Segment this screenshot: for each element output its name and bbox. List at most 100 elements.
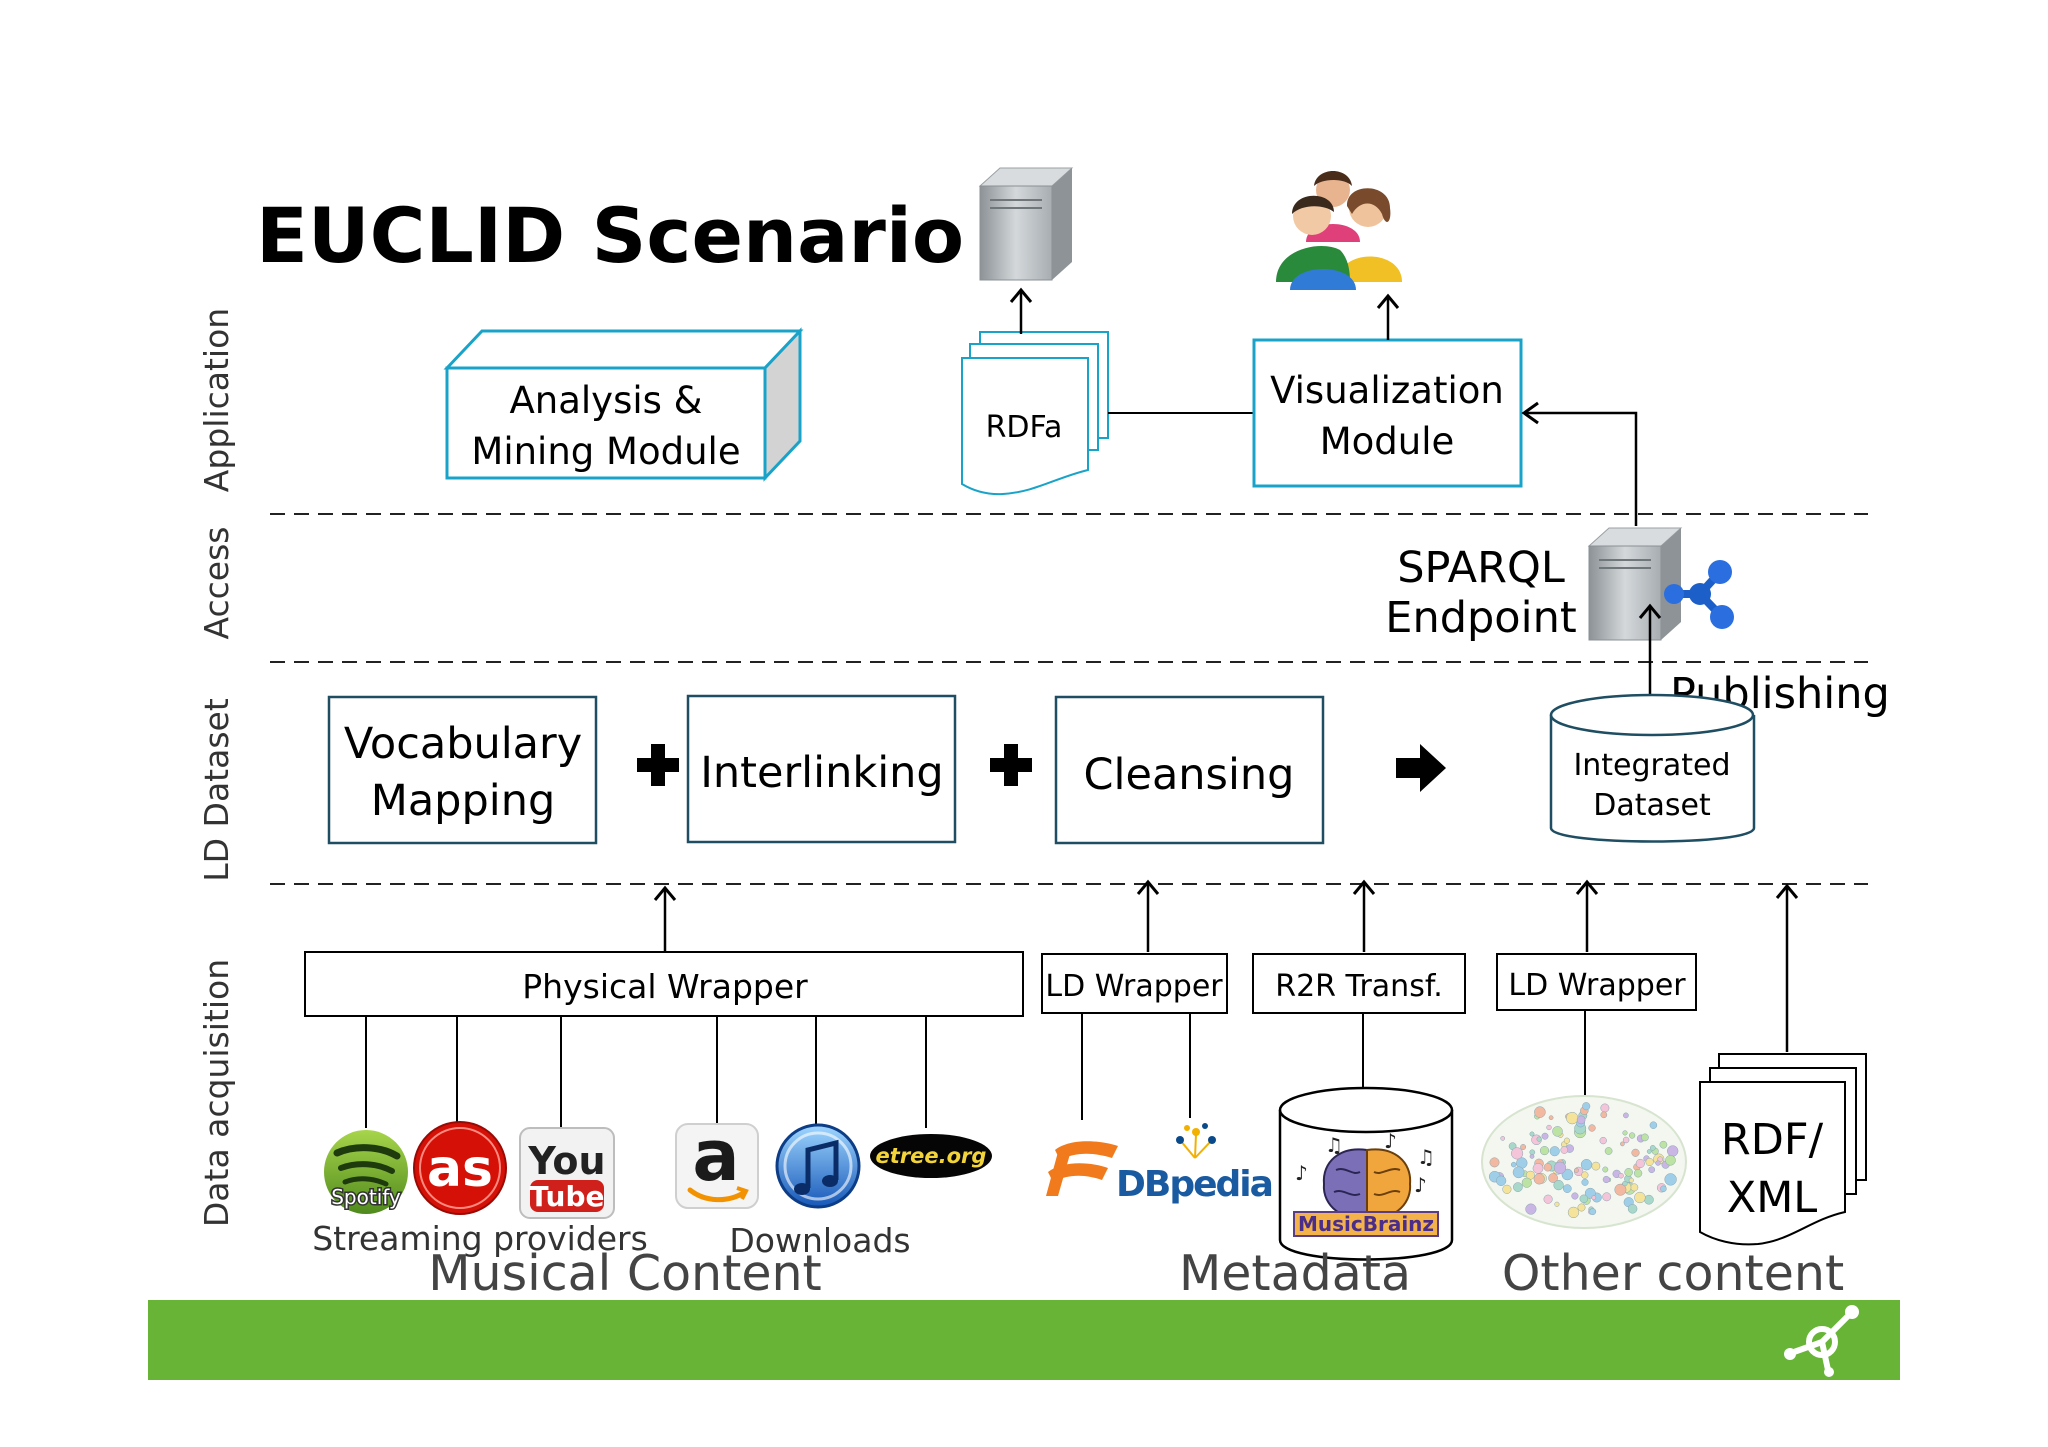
ld-wrapper-box-other[interactable]: LD Wrapper	[1496, 953, 1697, 1011]
lod-node	[1614, 1183, 1627, 1196]
rdf-doc-front	[1699, 1081, 1846, 1246]
rdf-xml-documents[interactable]: RDF/ XML	[1699, 1053, 1867, 1246]
lod-node	[1541, 1132, 1549, 1140]
vocabulary-mapping-box[interactable]: Vocabulary Mapping	[327, 695, 598, 845]
analysis-mining-module[interactable]: Analysis & Mining Module	[443, 327, 804, 482]
visualization-box	[1252, 338, 1523, 488]
lod-node	[1624, 1168, 1633, 1177]
lod-node	[1495, 1175, 1507, 1186]
layer-label-data-acquisition: Data acquisition	[197, 959, 236, 1227]
sparql-server-icon[interactable]	[1587, 527, 1683, 641]
youtube-wordmark-you: You	[527, 1139, 605, 1183]
lod-node	[1529, 1154, 1535, 1159]
lod-cloud-nodes	[1488, 1102, 1679, 1219]
ld-wrapper-label: LD Wrapper	[1045, 969, 1223, 1004]
lod-node	[1627, 1204, 1638, 1214]
integrated-dataset-cylinder[interactable]: Integrated Dataset	[1549, 693, 1756, 843]
lod-node	[1577, 1203, 1586, 1212]
lod-node	[1553, 1179, 1564, 1191]
lod-node	[1620, 1141, 1625, 1147]
youtube-logo: You Tube	[519, 1127, 615, 1219]
visualization-module[interactable]: Visualization Module	[1252, 338, 1523, 488]
analysis-label-line1: Analysis &	[509, 379, 702, 422]
lod-node	[1548, 1173, 1558, 1183]
lod-node	[1623, 1112, 1629, 1119]
lod-node	[1665, 1155, 1676, 1166]
lod-node	[1552, 1126, 1563, 1137]
itunes-logo	[775, 1123, 861, 1209]
lod-node	[1622, 1136, 1630, 1144]
linked-data-graph-icon	[1664, 560, 1734, 629]
lod-node	[1649, 1121, 1658, 1129]
r2r-transf-box[interactable]: R2R Transf.	[1252, 953, 1466, 1014]
footer-bar	[148, 1300, 1900, 1380]
cleansing-box[interactable]: Cleansing	[1054, 695, 1325, 845]
youtube-wordmark-tube: Tube	[530, 1180, 605, 1213]
rdfa-documents[interactable]: RDFa	[961, 331, 1109, 496]
acquisition-arrows	[653, 879, 1799, 1052]
lod-node	[1655, 1160, 1661, 1166]
lod-node	[1579, 1194, 1589, 1204]
lastfm-logo: as	[413, 1121, 507, 1215]
lod-node	[1563, 1137, 1570, 1144]
lod-node	[1553, 1161, 1567, 1174]
lod-node	[1525, 1203, 1537, 1215]
vocabulary-label-line2: Mapping	[371, 776, 556, 826]
lod-node	[1534, 1106, 1546, 1118]
amazon-logo: a	[675, 1115, 759, 1209]
vocabulary-label-line1: Vocabulary	[344, 719, 582, 769]
lod-node	[1602, 1175, 1610, 1184]
cleansing-label: Cleansing	[1084, 750, 1295, 800]
freebase-logo	[1046, 1141, 1118, 1196]
musicbrainz-wordmark: MusicBrainz	[1298, 1212, 1434, 1236]
plus-icon	[990, 744, 1032, 786]
spotify-logo: Spotify	[324, 1130, 408, 1214]
lod-node	[1618, 1172, 1624, 1179]
rdf-label-line2: XML	[1727, 1173, 1818, 1223]
lod-node	[1641, 1133, 1649, 1142]
music-note-icon: ♫	[1325, 1133, 1343, 1157]
etree-logo: etree.org	[870, 1134, 992, 1178]
arrow-sparql-to-visualization	[1524, 411, 1638, 526]
lod-node	[1635, 1158, 1645, 1169]
rdf-label-line1: RDF/	[1721, 1115, 1824, 1165]
ld-wrapper-box-metadata[interactable]: LD Wrapper	[1041, 953, 1228, 1014]
lod-node	[1648, 1166, 1656, 1174]
lod-node	[1554, 1201, 1560, 1207]
rdfa-doc-front	[961, 357, 1089, 496]
r2r-label: R2R Transf.	[1275, 969, 1443, 1004]
amazon-wordmark: a	[692, 1115, 739, 1197]
visualization-label-line2: Module	[1320, 420, 1455, 463]
lod-node	[1633, 1169, 1643, 1178]
downloads-label: Downloads	[729, 1221, 910, 1260]
musicbrainz-cylinder: ♪ ♫ ♪ ♫ ♪ MusicBrainz	[1278, 1086, 1454, 1261]
lod-node	[1539, 1146, 1550, 1156]
lod-node	[1667, 1145, 1679, 1157]
lod-node	[1510, 1161, 1517, 1168]
lod-node	[1571, 1192, 1579, 1200]
web-server-icon	[978, 167, 1074, 281]
lod-node	[1602, 1192, 1612, 1202]
lod-node	[1630, 1183, 1639, 1192]
lod-node	[1512, 1166, 1525, 1179]
lod-node	[1660, 1185, 1667, 1193]
lod-node	[1589, 1208, 1597, 1216]
lod-node	[1500, 1136, 1506, 1141]
lastfm-wordmark: as	[427, 1139, 493, 1199]
lod-node	[1649, 1145, 1656, 1151]
lod-node	[1600, 1111, 1608, 1119]
rdfa-label: RDFa	[986, 410, 1063, 445]
interlinking-box[interactable]: Interlinking	[686, 694, 957, 844]
layer-label-ld-dataset: LD Dataset	[197, 698, 236, 882]
lod-node	[1582, 1102, 1591, 1111]
lod-node	[1502, 1184, 1512, 1194]
lod-node	[1536, 1136, 1542, 1142]
lod-node	[1599, 1136, 1607, 1145]
physical-wrapper-box[interactable]: Physical Wrapper	[304, 951, 1024, 1017]
lod-node	[1628, 1177, 1634, 1183]
lod-node	[1600, 1103, 1610, 1113]
other-content-label: Other content	[1502, 1245, 1844, 1302]
plus-icon	[637, 744, 679, 786]
lod-node	[1548, 1115, 1554, 1121]
